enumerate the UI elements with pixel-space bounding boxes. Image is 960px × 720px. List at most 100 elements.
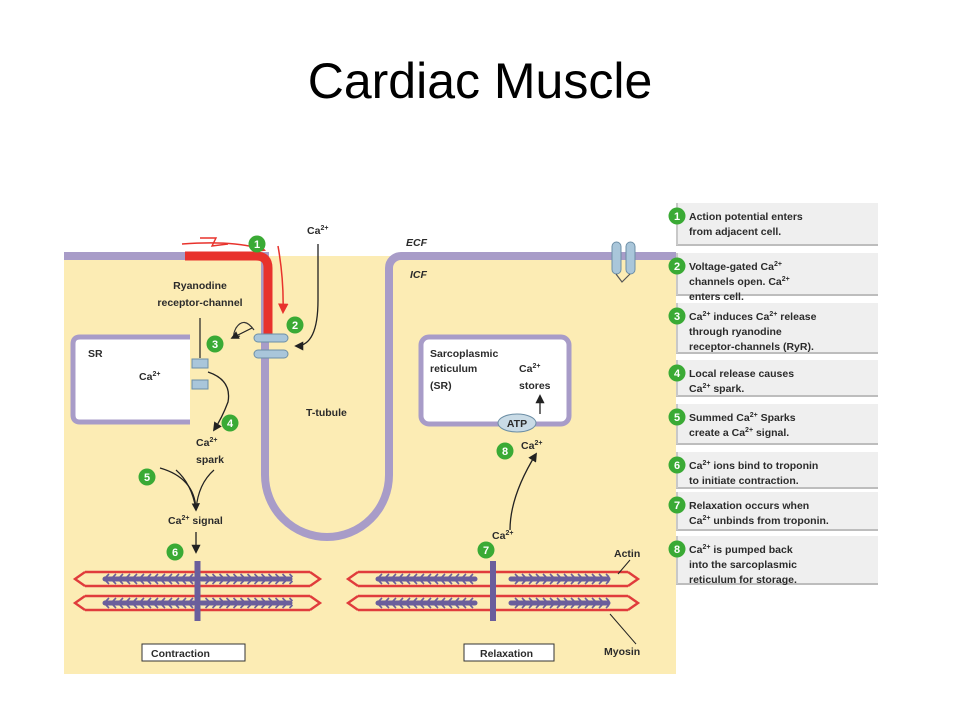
svg-text:Ca2+ ions bind to troponin: Ca2+ ions bind to troponin <box>689 460 818 472</box>
cytoplasm <box>64 256 676 674</box>
svg-text:receptor-channels (RyR).: receptor-channels (RyR). <box>689 341 814 353</box>
step-item-5: 5 Summed Ca2+ Sparks create a Ca2+ signal. <box>668 404 878 445</box>
step-marker-3: 3 <box>206 335 224 353</box>
svg-text:6: 6 <box>172 547 178 559</box>
relaxation-to-pump-arrow <box>509 452 537 531</box>
svg-text:Ca2+ spark.: Ca2+ spark. <box>689 383 744 395</box>
slide-title: Cardiac Muscle <box>307 53 653 109</box>
svg-text:8: 8 <box>674 544 680 556</box>
spark-label: spark <box>196 454 224 466</box>
svg-text:5: 5 <box>674 412 680 424</box>
step-marker-4: 4 <box>221 414 239 432</box>
myosin-pointer <box>609 613 637 645</box>
ryanodine-receptor-channel <box>191 358 209 369</box>
atp-label: ATP <box>507 418 527 430</box>
step-marker-7: 7 <box>477 541 495 559</box>
sarcomere-relaxation <box>345 561 641 621</box>
relaxation-label: Relaxation <box>480 648 533 660</box>
svg-text:4: 4 <box>674 368 681 380</box>
svg-text:1: 1 <box>254 239 260 251</box>
step-item-6: 6 Ca2+ ions bind to troponin to initiate c… <box>668 452 878 489</box>
svg-text:3: 3 <box>212 339 218 351</box>
contraction-box <box>141 643 246 662</box>
t-tubule-label: T-tubule <box>306 407 347 419</box>
actin-label: Actin <box>614 548 640 560</box>
step-item-3: 3 Ca2+ induces Ca2+ release through ryanod… <box>668 303 878 354</box>
relaxation-box <box>463 643 555 662</box>
icf-label: ICF <box>410 269 428 281</box>
svg-text:Local release causes: Local release causes <box>689 368 794 380</box>
actin-pointer <box>617 559 631 575</box>
step-marker-5: 5 <box>138 468 156 486</box>
action-potential-membrane <box>185 251 273 338</box>
ryr-pointer-arrow <box>230 327 253 339</box>
ap-down-arrow <box>277 245 289 315</box>
ecf-label: ECF <box>406 237 428 249</box>
sr-name-2: reticulum <box>430 363 477 375</box>
membrane-channel-icon <box>611 241 636 283</box>
cell-membrane <box>64 252 676 541</box>
ca-signal-label: Ca2+signal <box>168 515 223 527</box>
myosin-label: Myosin <box>604 646 640 658</box>
step-item-2: 2 Voltage-gated Ca2+ channels open. Ca2+ en… <box>668 253 878 303</box>
ca-label-pump: Ca2+ <box>521 440 542 452</box>
svg-text:5: 5 <box>144 472 150 484</box>
step-item-8: 8 Ca2+ is pumped back into the sarcoplasmi… <box>668 536 878 586</box>
ryanodine-label-1: Ryanodine <box>173 280 227 292</box>
svg-text:4: 4 <box>227 418 234 430</box>
step-marker-2: 2 <box>286 316 304 334</box>
sarcomere-contraction <box>72 561 323 621</box>
ca-release-arrow <box>207 371 230 432</box>
voltage-gated-ca-channel-bottom <box>253 349 289 359</box>
svg-text:3: 3 <box>674 311 680 323</box>
step-marker-8: 8 <box>496 442 514 460</box>
svg-text:Ca2+ unbinds from troponin.: Ca2+ unbinds from troponin. <box>689 515 829 527</box>
sarcoplasmic-reticulum-right <box>418 334 572 427</box>
stores-label: stores <box>519 380 551 392</box>
step-marker-1: 1 <box>248 235 266 253</box>
svg-text:Summed Ca2+ Sparks: Summed Ca2+ Sparks <box>689 412 796 424</box>
svg-text:6: 6 <box>674 460 680 472</box>
step-marker-6: 6 <box>166 543 184 561</box>
svg-text:reticulum for storage.: reticulum for storage. <box>689 574 797 586</box>
svg-text:Ca2+ induces Ca2+ release: Ca2+ induces Ca2+ release <box>689 311 817 323</box>
svg-text:from adjacent cell.: from adjacent cell. <box>689 226 781 238</box>
svg-text:8: 8 <box>502 446 508 458</box>
svg-text:7: 7 <box>674 500 680 512</box>
sr-name-1: Sarcoplasmic <box>430 348 498 360</box>
svg-text:enters cell.: enters cell. <box>689 291 744 303</box>
ca-label-stores: Ca2+ <box>519 363 540 375</box>
svg-text:through ryanodine: through ryanodine <box>689 326 782 338</box>
svg-text:create a Ca2+ signal.: create a Ca2+ signal. <box>689 427 789 439</box>
svg-text:Ca2+ is pumped back: Ca2+ is pumped back <box>689 544 793 556</box>
sr-name-3: (SR) <box>430 380 452 392</box>
sarcomeres <box>72 561 641 621</box>
svg-text:Voltage-gated Ca2+: Voltage-gated Ca2+ <box>689 261 782 273</box>
atp-pump <box>497 413 537 433</box>
ca-label-spark: Ca2+ <box>196 437 217 449</box>
svg-text:2: 2 <box>292 320 298 332</box>
svg-text:to initiate contraction.: to initiate contraction. <box>689 475 799 487</box>
sr-left <box>70 334 190 425</box>
step-markers: 1 2 3 4 5 6 7 8 <box>138 235 514 561</box>
svg-text:2: 2 <box>674 261 680 273</box>
svg-text:Relaxation occurs when: Relaxation occurs when <box>689 500 809 512</box>
svg-text:7: 7 <box>483 545 489 557</box>
voltage-gated-ca-channel-top <box>253 333 289 343</box>
contraction-label: Contraction <box>151 648 210 660</box>
svg-text:Action potential enters: Action potential enters <box>689 211 803 223</box>
extracellular-space <box>64 240 676 254</box>
ca-label-relax: Ca2+ <box>492 530 513 542</box>
ca-label-ecf: Ca2+ <box>307 225 328 237</box>
svg-text:channels open. Ca2+: channels open. Ca2+ <box>689 276 790 288</box>
svg-text:into the sarcoplasmic: into the sarcoplasmic <box>689 559 797 571</box>
ryanodine-label-2: receptor-channel <box>157 297 242 309</box>
sr-label: SR <box>88 348 103 360</box>
ca-entry-arrow <box>294 244 319 351</box>
ca-label-sr: Ca2+ <box>139 371 160 383</box>
